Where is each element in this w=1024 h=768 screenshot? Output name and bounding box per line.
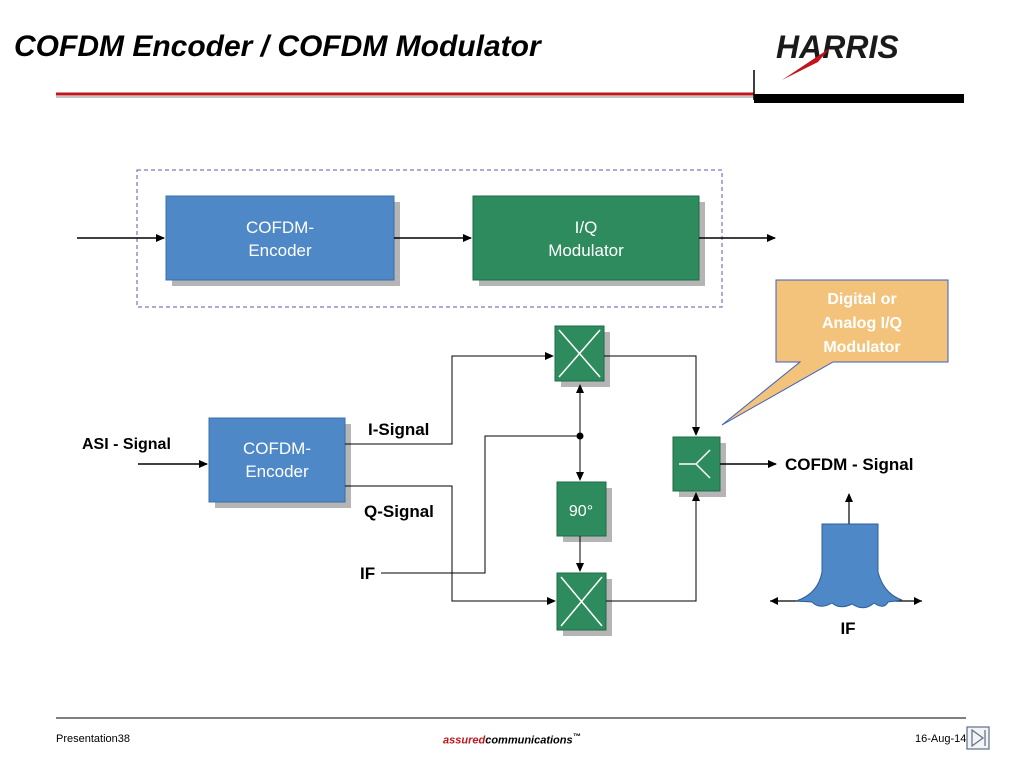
q-signal-wire (345, 485, 556, 605)
if-input-label: IF (360, 564, 375, 583)
asi-signal-label: ASI - Signal (82, 436, 171, 453)
lower-mixer-icon (560, 576, 603, 627)
q-signal-label: Q-Signal (364, 502, 434, 521)
footer-date: 16-Aug-14 (915, 733, 967, 745)
footer-brand-communications: communications (485, 734, 573, 747)
top-encoder-label-1: COFDM- (246, 218, 314, 237)
top-encoder-label-2: Encoder (248, 241, 312, 260)
top-modulator-label-2: Modulator (548, 241, 624, 260)
phase-shift-block (556, 481, 607, 537)
logo-text: HARRIS (776, 29, 899, 65)
top-encoder-block (165, 195, 395, 281)
upper-mixer-icon (558, 329, 601, 378)
callout-line-3: Modulator (823, 339, 900, 356)
i-signal-label: I-Signal (368, 420, 429, 439)
callout-box (721, 279, 949, 426)
logo-swoosh-icon (782, 48, 830, 80)
callout-line-1: Digital or (827, 291, 896, 308)
lower-encoder-block (208, 417, 346, 503)
harris-logo: HARRIS (776, 29, 899, 80)
lower-encoder-label-2: Encoder (245, 462, 309, 481)
slide-title: COFDM Encoder / COFDM Modulator (14, 30, 541, 63)
next-slide-icon[interactable] (966, 726, 990, 750)
footer-presentation-name: Presentation38 (56, 733, 130, 745)
cofdm-signal-label: COFDM - Signal (785, 455, 913, 474)
spectrum-shape (795, 523, 903, 609)
spectrum-left-arrowhead (770, 597, 778, 605)
spectrum-if-label: IF (840, 619, 855, 638)
footer-brand: assuredcommunications™ (443, 732, 581, 747)
lower-mixer-to-combiner-wire (606, 492, 700, 602)
spectrum-right-arrowhead (914, 597, 922, 605)
header-rule-black (754, 94, 964, 103)
footer-trademark: ™ (572, 732, 581, 741)
if-wire (381, 435, 580, 574)
upper-mixer-to-combiner-wire (604, 355, 700, 436)
footer-brand-assured: assured (443, 734, 486, 747)
top-modulator-label-1: I/Q (575, 218, 598, 237)
i-signal-wire (345, 352, 554, 445)
lower-encoder-label-1: COFDM- (243, 439, 311, 458)
combiner-icon (679, 449, 711, 479)
phase-shift-label: 90° (569, 503, 593, 520)
callout-line-2: Analog I/Q (822, 315, 902, 332)
top-modulator-block (472, 195, 700, 281)
